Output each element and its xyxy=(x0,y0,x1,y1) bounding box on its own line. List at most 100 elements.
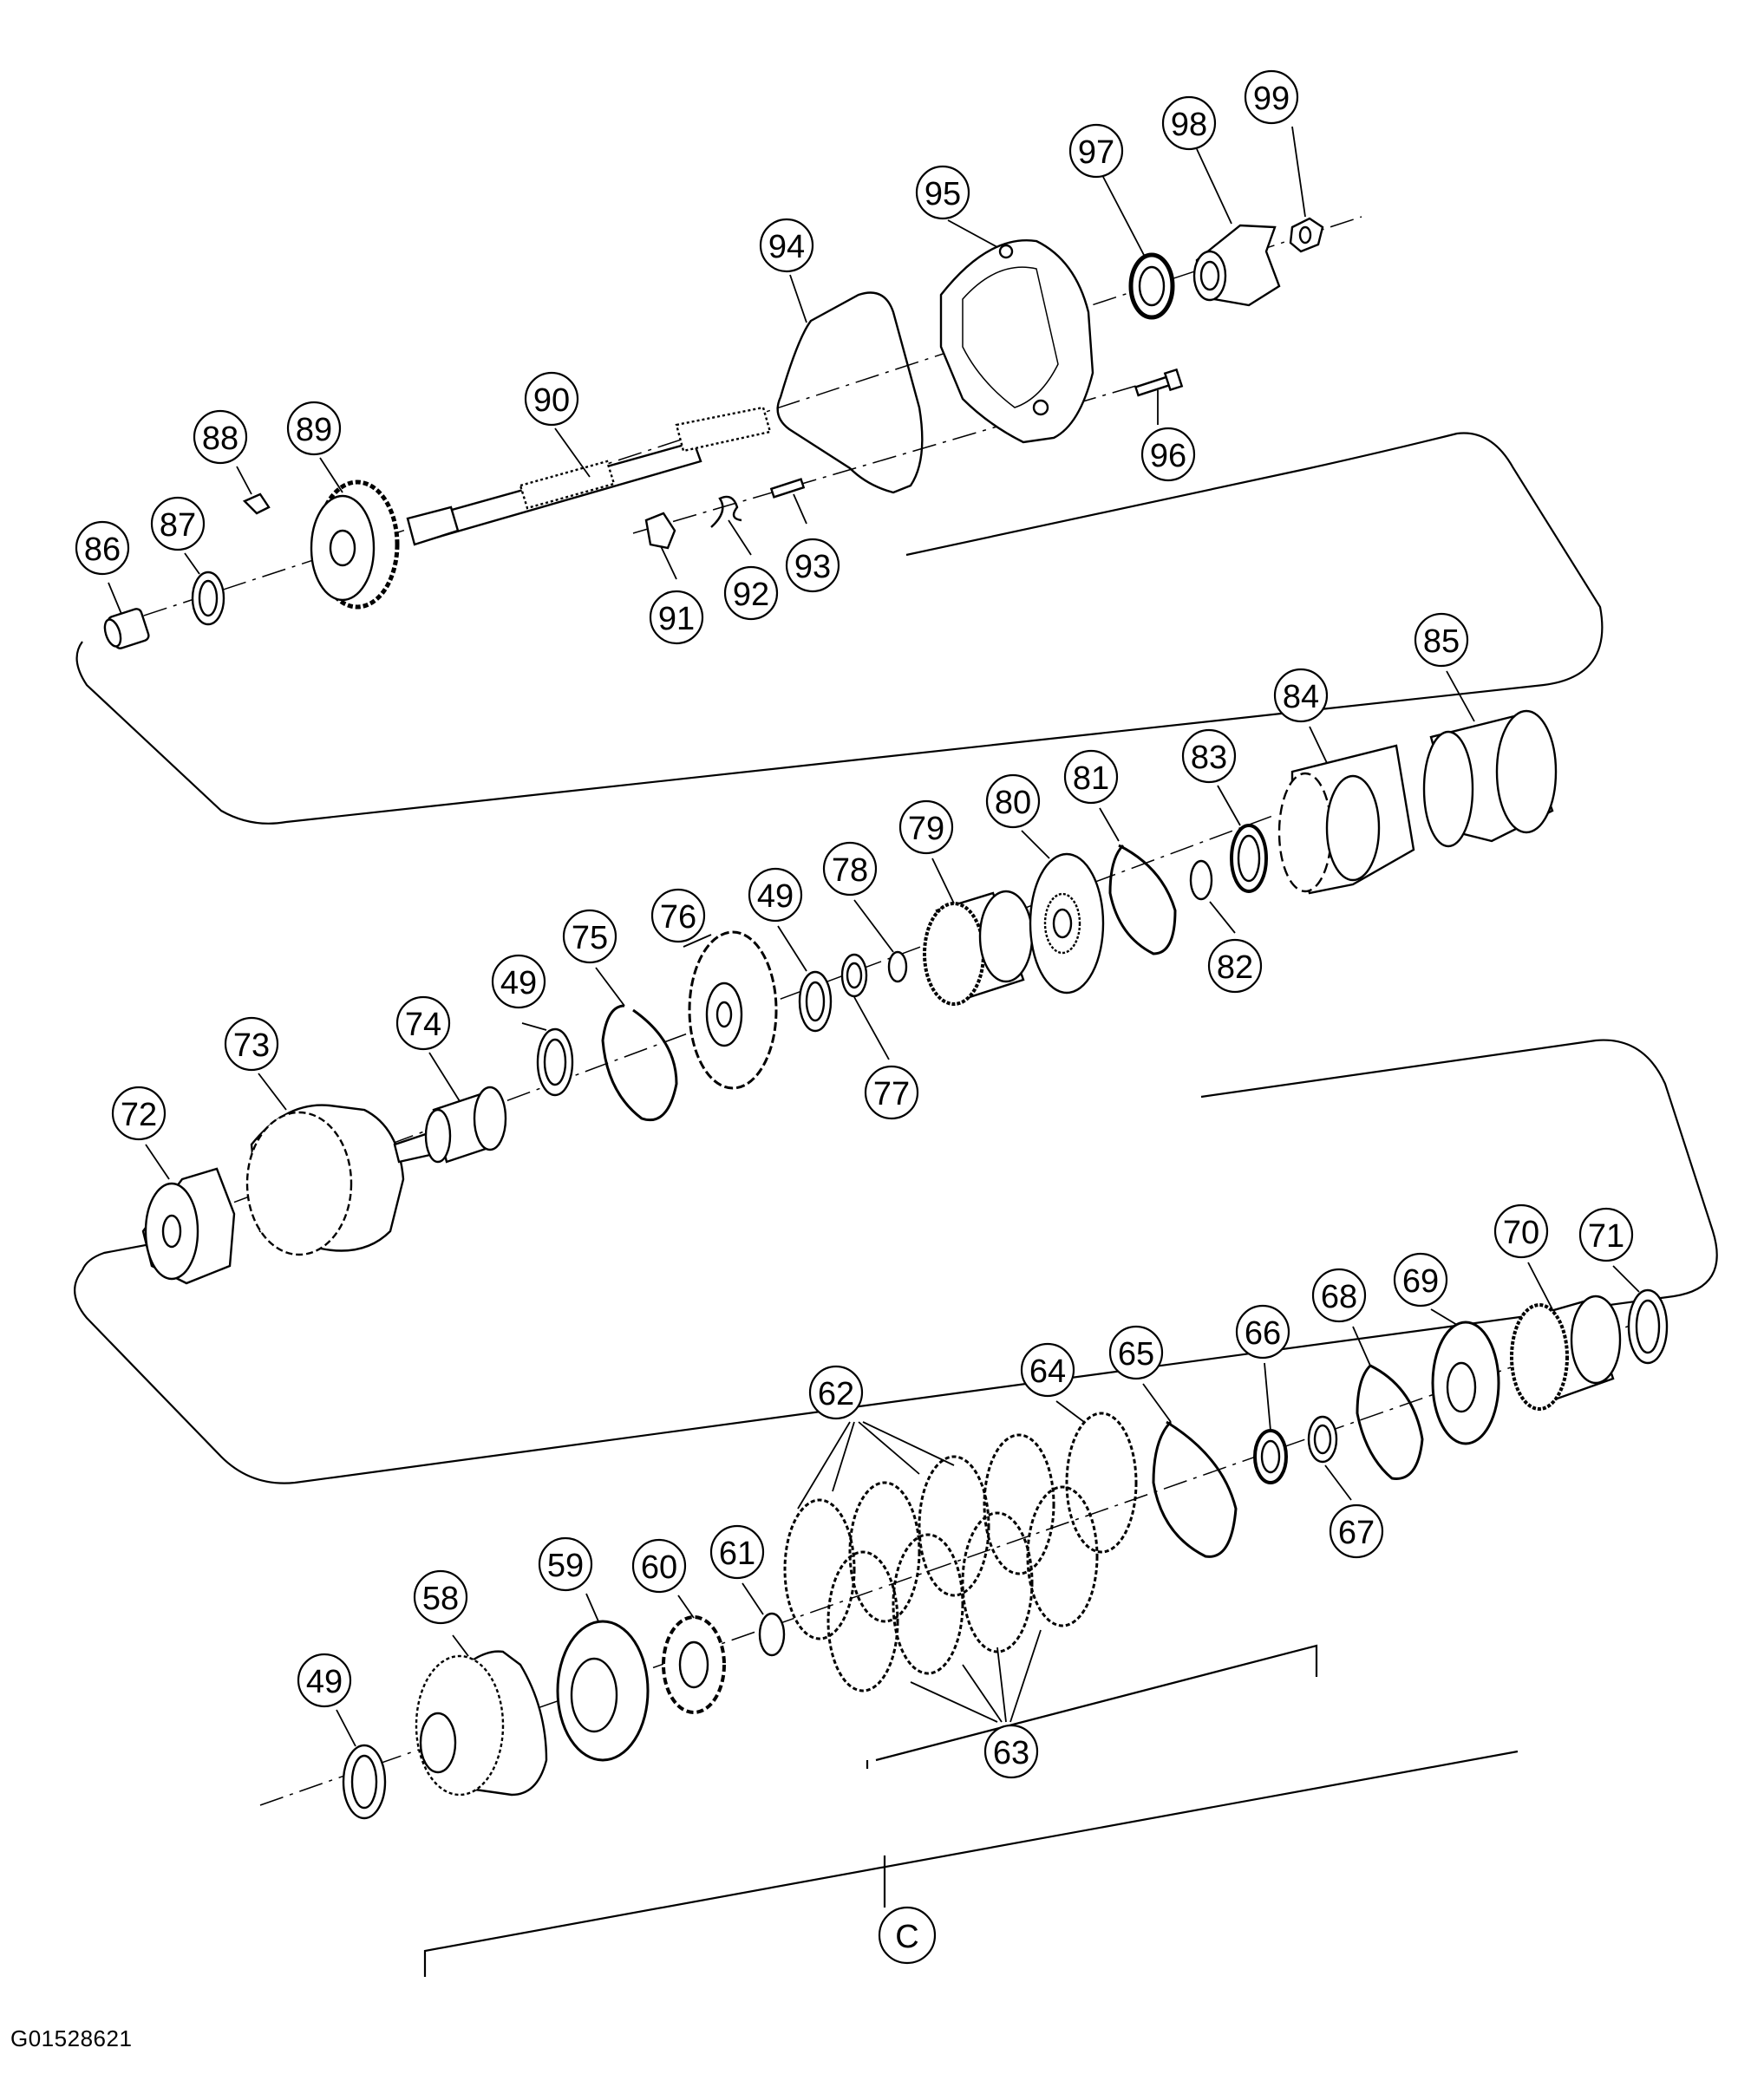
clutch-plate-8 xyxy=(1026,1485,1099,1627)
row1-parts xyxy=(103,217,1324,649)
svg-text:97: 97 xyxy=(1078,134,1114,171)
callout-64: 64 xyxy=(1020,1342,1075,1398)
callout-65: 65 xyxy=(1108,1325,1164,1380)
callout-81: 81 xyxy=(1063,749,1119,805)
callout-75: 75 xyxy=(562,909,617,964)
callout-83: 83 xyxy=(1181,728,1237,784)
leader-99 xyxy=(1291,126,1306,218)
svg-text:58: 58 xyxy=(422,1581,459,1617)
svg-text:61: 61 xyxy=(719,1536,755,1572)
svg-text:49: 49 xyxy=(500,965,537,1001)
svg-text:68: 68 xyxy=(1321,1279,1357,1315)
clutch-plate-7 xyxy=(983,1433,1055,1575)
part-76-carrier xyxy=(688,930,778,1090)
leader-67 xyxy=(1324,1464,1352,1501)
c-bracket-top xyxy=(875,1644,1318,1762)
c-bracket-bottom xyxy=(423,1750,1519,1977)
svg-text:92: 92 xyxy=(733,577,769,613)
leader-49c xyxy=(336,1709,356,1747)
svg-text:88: 88 xyxy=(202,421,238,457)
part-49-washer-b xyxy=(798,970,833,1033)
callout-62: 62 xyxy=(808,1365,864,1420)
part-93-pin xyxy=(769,478,806,499)
svg-text:49: 49 xyxy=(306,1664,343,1700)
leader-49a xyxy=(777,925,807,972)
callout-97: 97 xyxy=(1068,123,1124,179)
part-61-ring xyxy=(758,1612,786,1657)
svg-text:81: 81 xyxy=(1073,760,1109,797)
svg-text:60: 60 xyxy=(641,1549,677,1586)
svg-text:89: 89 xyxy=(296,412,332,448)
callout-73: 73 xyxy=(224,1016,279,1072)
part-69-hub xyxy=(1431,1321,1500,1445)
svg-text:63: 63 xyxy=(993,1735,1029,1771)
upper-group-outline xyxy=(75,432,1604,825)
svg-text:94: 94 xyxy=(768,229,805,265)
axis-lines xyxy=(103,216,1653,1806)
group-outlines xyxy=(74,432,1718,1977)
svg-text:90: 90 xyxy=(533,382,570,419)
leader-95 xyxy=(947,219,998,248)
svg-text:83: 83 xyxy=(1191,740,1227,776)
clutch-plate-4 xyxy=(892,1533,964,1675)
callout-67: 67 xyxy=(1329,1503,1384,1559)
svg-text:65: 65 xyxy=(1118,1336,1154,1373)
leader-63c xyxy=(996,1647,1007,1723)
leader-85 xyxy=(1446,670,1475,722)
callout-78: 78 xyxy=(822,841,878,897)
part-98-flange xyxy=(1192,224,1281,307)
part-65-snap-ring xyxy=(1152,1420,1238,1558)
part-70-ring-gear xyxy=(1510,1295,1622,1411)
clutch-plate-3 xyxy=(848,1481,921,1623)
callout-76: 76 xyxy=(650,888,706,943)
svg-text:82: 82 xyxy=(1217,949,1253,986)
leader-87 xyxy=(184,552,200,575)
part-87-washer xyxy=(191,571,225,626)
leader-62b xyxy=(832,1421,855,1492)
svg-text:87: 87 xyxy=(160,507,196,544)
part-89-gear xyxy=(310,479,400,610)
leader-98 xyxy=(1196,148,1232,225)
leader-81 xyxy=(1099,807,1120,842)
part-59-piston xyxy=(556,1620,650,1762)
leader-93 xyxy=(793,493,807,525)
leader-75 xyxy=(595,967,625,1007)
part-99-nut xyxy=(1289,217,1324,253)
callout-49-row2-left: 49 xyxy=(491,954,546,1009)
leader-71 xyxy=(1612,1265,1640,1293)
part-79-ring-gear xyxy=(923,890,1034,1006)
clutch-plate-2 xyxy=(826,1550,899,1692)
svg-text:71: 71 xyxy=(1588,1218,1624,1255)
svg-text:59: 59 xyxy=(547,1548,584,1584)
leader-73 xyxy=(258,1073,287,1111)
part-67-ring xyxy=(1307,1415,1338,1464)
svg-text:96: 96 xyxy=(1150,438,1186,474)
svg-text:85: 85 xyxy=(1423,623,1460,660)
callout-49-row2-right: 49 xyxy=(748,867,803,923)
svg-text:80: 80 xyxy=(995,785,1031,821)
callout-74: 74 xyxy=(395,995,451,1051)
callout-section-c: C xyxy=(878,1906,937,1965)
leader-94 xyxy=(789,274,807,323)
part-81-snap-ring xyxy=(1108,844,1177,955)
figure-id: G01528621 xyxy=(10,2025,133,2051)
leader-92 xyxy=(728,519,752,556)
part-88-clip xyxy=(242,492,271,515)
part-77-bearing xyxy=(840,953,868,998)
leader-61 xyxy=(742,1582,764,1615)
part-84-drum xyxy=(1277,744,1415,895)
part-75-snap-ring xyxy=(601,1004,678,1121)
leader-72 xyxy=(145,1144,170,1180)
callout-93: 93 xyxy=(785,538,840,593)
callout-92: 92 xyxy=(723,565,779,621)
callout-87: 87 xyxy=(150,496,206,551)
callout-60: 60 xyxy=(631,1538,687,1594)
leader-59 xyxy=(585,1593,599,1622)
leader-62a xyxy=(797,1421,851,1510)
leader-90 xyxy=(554,427,591,478)
leader-74 xyxy=(428,1052,461,1102)
callout-71: 71 xyxy=(1578,1207,1634,1262)
leader-68 xyxy=(1352,1326,1371,1366)
leader-66 xyxy=(1264,1362,1271,1432)
callout-82: 82 xyxy=(1207,938,1263,994)
